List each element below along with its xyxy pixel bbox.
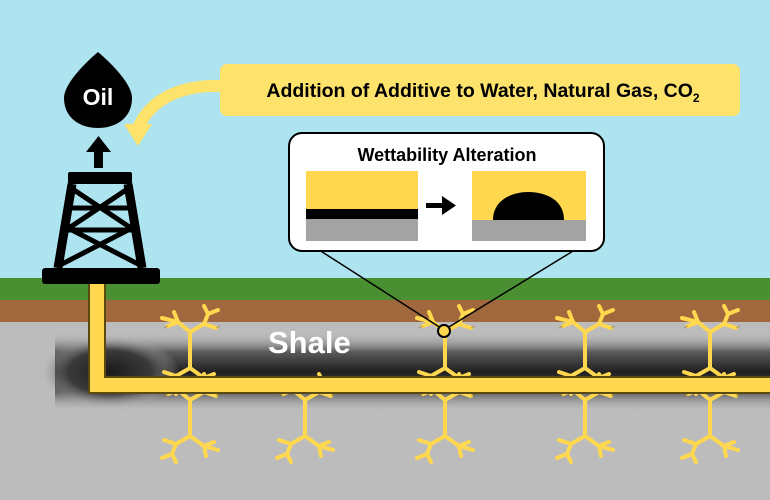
soil-layer — [0, 300, 770, 322]
oil-wet-panel — [306, 171, 418, 241]
banner-subscript: 2 — [692, 90, 700, 105]
derrick-icon — [42, 172, 160, 284]
wellbore-pipe — [90, 282, 770, 392]
detail-point — [437, 324, 451, 338]
oil-label: Oil — [82, 84, 114, 110]
grass-layer — [0, 278, 770, 300]
right-arrow-icon — [426, 196, 456, 215]
banner-text: Addition of Additive to Water, Natural G… — [266, 80, 693, 102]
oil-drop-icon — [64, 52, 132, 128]
banner-box — [220, 64, 740, 116]
banner-label: Addition of Additive to Water, Natural G… — [228, 74, 738, 115]
shale-label: Shale — [268, 325, 351, 360]
inset-title: Wettability Alteration — [357, 145, 537, 165]
water-wet-panel — [472, 171, 586, 241]
up-arrow-icon — [86, 136, 111, 168]
curved-arrow-icon — [124, 79, 230, 146]
